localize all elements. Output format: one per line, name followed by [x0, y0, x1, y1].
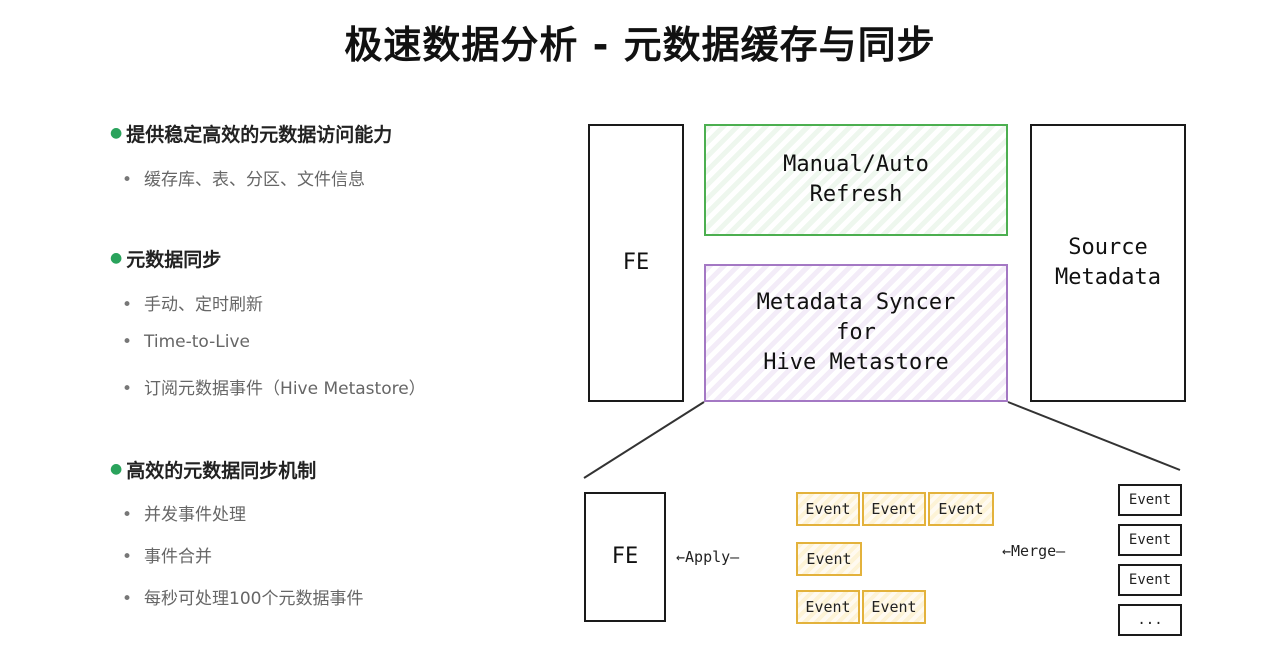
section-heading-mechanism: ●高效的元数据同步机制: [110, 456, 316, 483]
sub-bullet-icon: •: [122, 505, 133, 525]
sub-bullet-icon: •: [122, 379, 133, 399]
sub-item-refresh: • 手动、定时刷新: [122, 290, 263, 315]
source-event: Event: [1118, 484, 1182, 516]
refresh-box: Manual/Auto Refresh: [704, 124, 1008, 236]
page-title: 极速数据分析 - 元数据缓存与同步: [344, 23, 936, 67]
sub-item-subscribe: • 订阅元数据事件（Hive Metastore）: [122, 374, 426, 399]
sub-item-concurrent: • 并发事件处理: [122, 500, 246, 525]
sub-item-text: 订阅元数据事件（Hive Metastore）: [144, 379, 426, 399]
section-heading-text: 提供稳定高效的元数据访问能力: [126, 124, 393, 146]
source-event: Event: [1118, 524, 1182, 556]
section-heading-access: ●提供稳定高效的元数据访问能力: [110, 120, 392, 147]
merge-arrow: ←Merge—: [1002, 542, 1066, 560]
sub-bullet-icon: •: [122, 295, 133, 315]
sub-item-ttl: • Time-to-Live: [122, 332, 250, 352]
event-chip: Event: [796, 542, 862, 576]
event-chip: Event: [862, 492, 926, 526]
sub-bullet-icon: •: [122, 589, 133, 609]
sub-item-cache: • 缓存库、表、分区、文件信息: [122, 165, 365, 190]
sub-item-throughput: • 每秒可处理100个元数据事件: [122, 584, 363, 609]
section-heading-sync: ●元数据同步: [110, 245, 221, 272]
sub-bullet-icon: •: [122, 332, 133, 352]
sub-bullet-icon: •: [122, 170, 133, 190]
sub-item-merge: • 事件合并: [122, 542, 212, 567]
source-event: Event: [1118, 564, 1182, 596]
sub-item-text: 缓存库、表、分区、文件信息: [144, 170, 366, 190]
event-chip: Event: [796, 590, 860, 624]
sub-bullet-icon: •: [122, 547, 133, 567]
bullet-dot-icon: ●: [110, 461, 123, 477]
sub-item-text: 事件合并: [144, 547, 213, 567]
source-event-ellipsis: ...: [1118, 604, 1182, 636]
sub-item-text: 每秒可处理100个元数据事件: [144, 589, 364, 609]
fe-box-top: FE: [588, 124, 684, 402]
fe-box-bottom: FE: [584, 492, 666, 622]
event-chip: Event: [796, 492, 860, 526]
sub-item-text: 手动、定时刷新: [144, 295, 264, 315]
bullet-dot-icon: ●: [110, 250, 123, 266]
apply-arrow: ←Apply—: [676, 548, 740, 566]
section-heading-text: 高效的元数据同步机制: [126, 460, 317, 482]
event-chip: Event: [928, 492, 994, 526]
bullet-dot-icon: ●: [110, 125, 123, 141]
sub-item-text: 并发事件处理: [144, 505, 247, 525]
zoom-line-right: [1007, 401, 1181, 471]
sub-item-text: Time-to-Live: [144, 332, 250, 352]
zoom-line-left: [583, 401, 705, 479]
metadata-syncer-box: Metadata Syncer for Hive Metastore: [704, 264, 1008, 402]
source-metadata-box: Source Metadata: [1030, 124, 1186, 402]
section-heading-text: 元数据同步: [126, 249, 222, 271]
event-chip: Event: [862, 590, 926, 624]
